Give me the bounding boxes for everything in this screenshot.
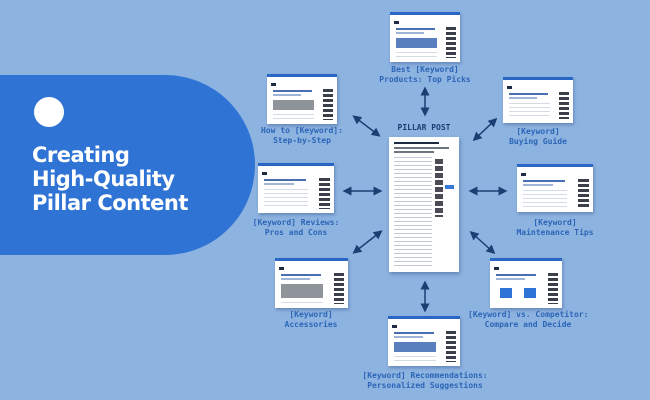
node-label-bottom-left-line2: Accessories	[284, 320, 338, 329]
title-line-1: Creating	[32, 143, 130, 167]
arrow-bottom-right	[469, 230, 496, 255]
node-label-top-line1: Best [Keyword]	[391, 65, 459, 74]
node-label-bottom-line2: Personalized Suggestions	[367, 381, 483, 390]
page-thumbnail-bottom	[388, 316, 460, 366]
arrow-bottom-left	[352, 230, 383, 254]
compare-box-a	[500, 288, 512, 298]
main-title: Creating High-Quality Pillar Content	[32, 143, 188, 215]
node-label-top-right-line2: Buying Guide	[509, 137, 567, 146]
node-label-top-left-line2: Step-by-Step	[273, 136, 331, 145]
node-label-left-line1: [Keyword] Reviews:	[252, 218, 340, 227]
page-thumbnail-right	[517, 164, 593, 212]
page-thumbnail-top-right	[503, 77, 573, 123]
page-thumbnail-bottom-left	[275, 258, 348, 308]
node-label-top-right: [Keyword] Buying Guide	[488, 127, 588, 147]
bullet-dot-icon	[34, 97, 64, 127]
pillar-post-thumbnail	[389, 137, 459, 272]
page-thumbnail-left	[258, 163, 334, 213]
node-label-bottom-line1: [Keyword] Recommendations:	[362, 371, 488, 380]
node-label-bottom-left: [Keyword] Accessories	[261, 310, 361, 330]
page-thumbnail-bottom-right	[490, 258, 562, 308]
node-label-bottom-right-line2: Compare and Decide	[484, 320, 572, 329]
title-line-2: High-Quality	[32, 167, 175, 191]
title-line-3: Pillar Content	[32, 191, 188, 215]
compare-box-b	[524, 288, 536, 298]
node-label-bottom-right-line1: [Keyword] vs. Competitor:	[468, 310, 589, 319]
pillar-post-label: PILLAR POST	[397, 123, 451, 132]
page-thumbnail-top-left	[267, 74, 337, 124]
node-label-right-line2: Maintenance Tips	[516, 228, 594, 237]
arrow-top-right	[472, 117, 498, 142]
node-label-right: [Keyword] Maintenance Tips	[505, 218, 605, 238]
node-label-left: [Keyword] Reviews: Pros and Cons	[240, 218, 352, 238]
page-thumbnail-top	[390, 12, 460, 62]
node-label-top-left-line1: How to [Keyword]:	[261, 126, 343, 135]
node-label-top-left: How to [Keyword]: Step-by-Step	[247, 126, 357, 146]
node-label-right-line1: [Keyword]	[533, 218, 577, 227]
node-label-bottom: [Keyword] Recommendations: Personalized …	[360, 371, 490, 391]
node-label-bottom-right: [Keyword] vs. Competitor: Compare and De…	[468, 310, 588, 330]
node-label-bottom-left-line1: [Keyword]	[289, 310, 333, 319]
node-label-top-right-line1: [Keyword]	[516, 127, 560, 136]
node-label-left-line2: Pros and Cons	[264, 228, 328, 237]
node-label-top-line2: Products: Top Picks	[379, 75, 471, 84]
arrow-top-left	[352, 115, 381, 137]
node-label-top: Best [Keyword] Products: Top Picks	[375, 65, 475, 85]
